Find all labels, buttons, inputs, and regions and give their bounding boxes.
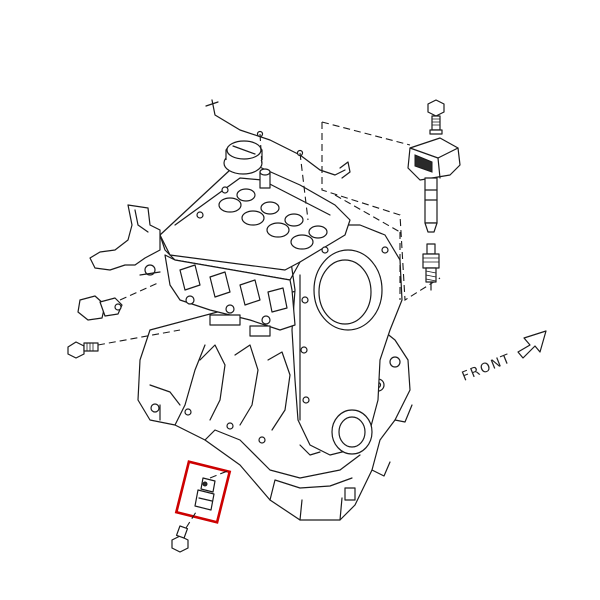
highlight-box <box>174 460 232 524</box>
leader-lines <box>321 121 441 301</box>
left-bolt <box>67 329 181 359</box>
front-label: FRONT <box>460 351 514 384</box>
left-sensor <box>77 281 161 321</box>
front-arrow-icon <box>517 330 547 359</box>
highlighted-sensor <box>174 460 232 524</box>
cylinder-head <box>159 140 351 281</box>
mounting-bracket <box>89 204 161 276</box>
timing-cover <box>289 224 403 456</box>
intake-side <box>164 254 296 337</box>
lower-bolt <box>171 511 197 553</box>
front-indicator: FRONT <box>460 330 547 385</box>
spark-plug <box>422 243 440 291</box>
coil-bolt <box>427 99 445 135</box>
top-bracket <box>205 99 351 221</box>
ignition-coil <box>407 137 461 233</box>
